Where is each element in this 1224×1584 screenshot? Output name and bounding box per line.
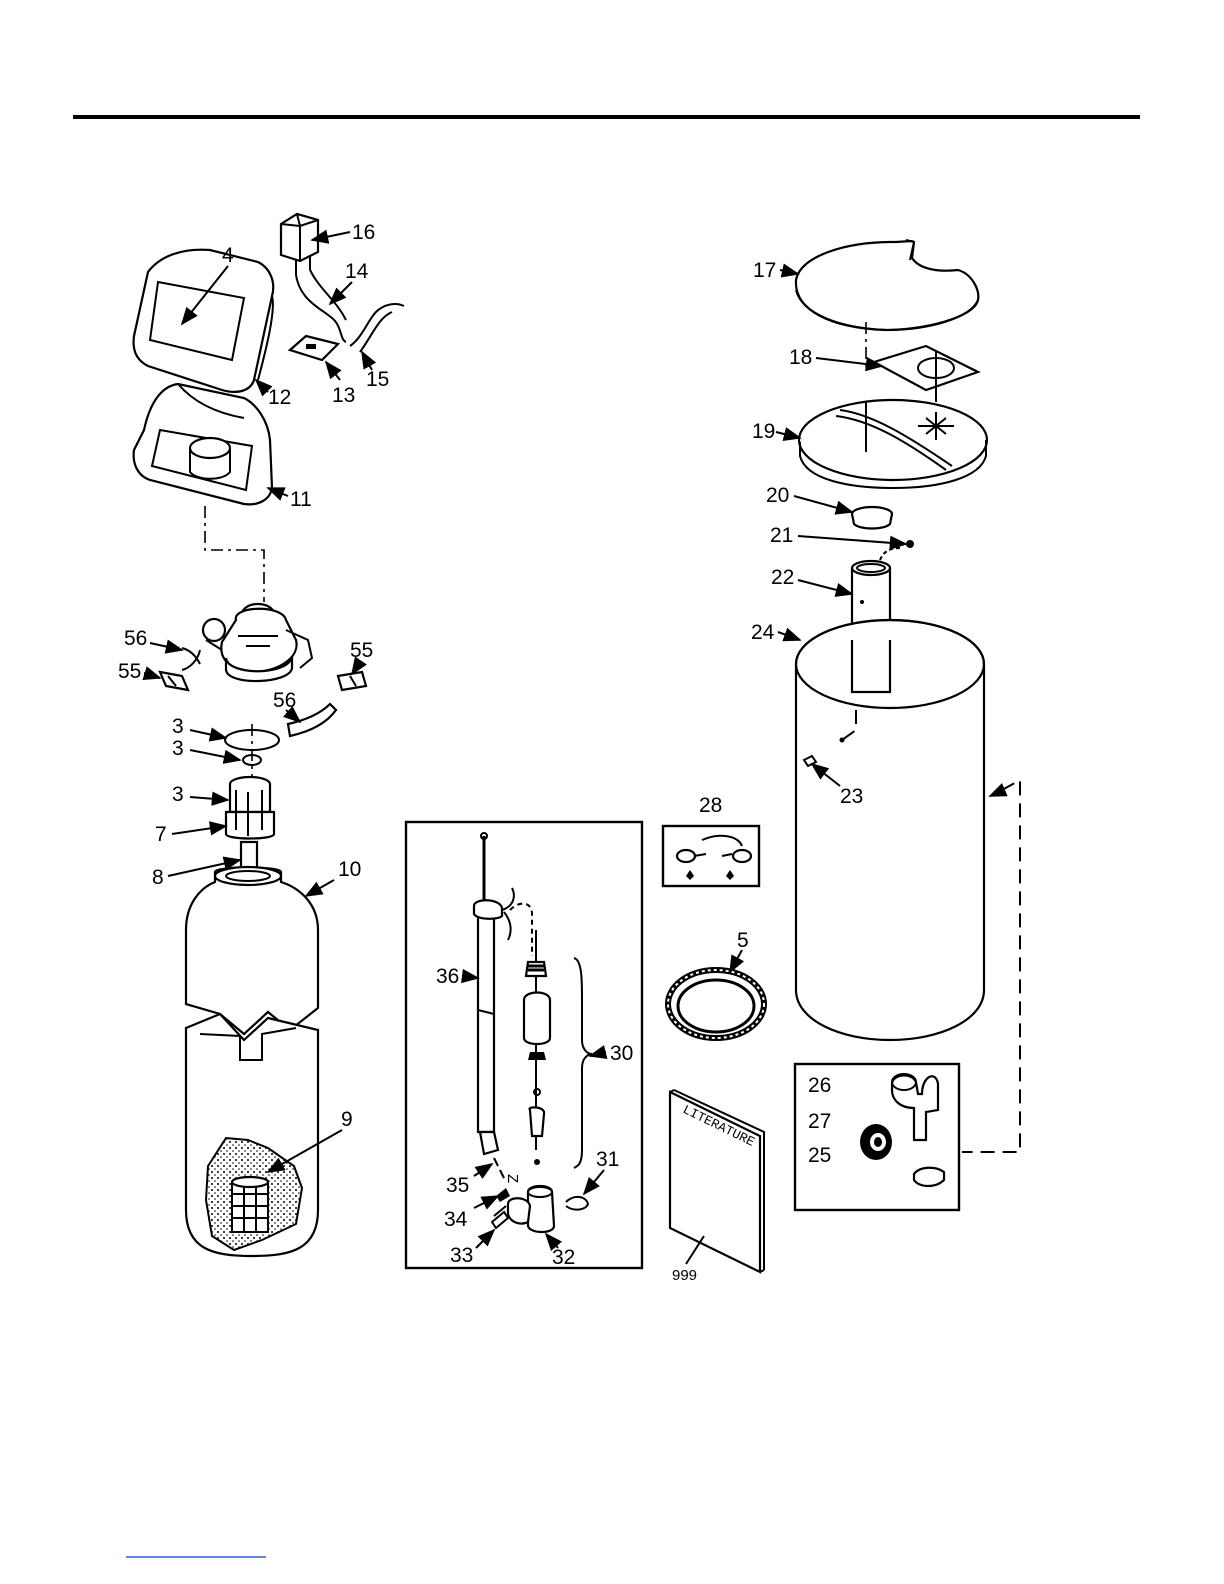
- brine-well-part-36: [474, 833, 532, 1154]
- brine-tank-part-24: [796, 620, 984, 1040]
- front-cover-part-12: [134, 250, 274, 392]
- label-part-26: 26: [808, 1074, 831, 1097]
- adapter-part-7: [226, 777, 274, 839]
- label-part-24: 24: [751, 621, 775, 644]
- clip-part-55-left: [160, 672, 188, 690]
- svg-text:Z: Z: [504, 1174, 521, 1183]
- label-part-999: 999: [672, 1267, 697, 1284]
- grommet-part-27: [860, 1124, 892, 1160]
- label-part-27: 27: [808, 1110, 831, 1133]
- clip-part-31: [566, 1197, 588, 1210]
- salt-lid-part-17: [796, 240, 978, 330]
- clamp-part-25: [914, 1168, 944, 1186]
- grid-plate-cover-part-18: [874, 346, 978, 390]
- elbow-part-26: [892, 1074, 938, 1140]
- bracket-part-28: [677, 836, 751, 880]
- label-part-20: 20: [766, 484, 789, 507]
- label-part-28: 28: [699, 794, 722, 817]
- label-part-18: 18: [789, 346, 812, 369]
- nut-part-34: [496, 1188, 510, 1202]
- base-housing-part-11: [134, 384, 272, 504]
- label-part-19: 19: [752, 420, 775, 443]
- label-part-25: 25: [808, 1144, 831, 1167]
- label-part-36: 36: [436, 965, 459, 988]
- label-part-11: 11: [290, 488, 312, 511]
- label-part-5: 5: [737, 929, 749, 952]
- label-part-4: 4: [222, 244, 234, 267]
- circuit-board-part-13: [290, 336, 338, 360]
- label-part-31: 31: [596, 1148, 619, 1171]
- label-part-9: 9: [341, 1108, 353, 1131]
- label-part-12: 12: [268, 386, 291, 409]
- clip-part-56-upper: [182, 648, 200, 670]
- label-part-3-a: 3: [172, 715, 184, 738]
- label-part-16: 16: [352, 221, 375, 244]
- label-part-34: 34: [444, 1208, 468, 1231]
- label-part-23: 23: [840, 785, 863, 808]
- label-part-56-upper: 56: [124, 627, 147, 650]
- label-part-55-right: 55: [350, 639, 373, 662]
- label-part-55-left: 55: [118, 660, 141, 683]
- label-part-8: 8: [152, 866, 164, 889]
- label-part-56-lower: 56: [273, 689, 296, 712]
- transformer-part-16: [281, 214, 318, 275]
- insert-part-35: [494, 1158, 504, 1178]
- drain-hose-part-5: [668, 950, 764, 1038]
- salt-platform-part-19: [799, 400, 987, 488]
- label-part-3-c: 3: [172, 783, 184, 806]
- label-part-13: 13: [332, 384, 355, 407]
- clip-part-55-right: [338, 672, 366, 690]
- literature-part-999: LITERATURE: [670, 1090, 764, 1272]
- label-part-22: 22: [771, 566, 794, 589]
- label-part-30: 30: [610, 1042, 633, 1065]
- label-part-14: 14: [345, 260, 369, 283]
- label-part-32: 32: [552, 1246, 575, 1269]
- brine-well-cap-part-20: [852, 507, 892, 529]
- label-part-15: 15: [366, 368, 389, 391]
- brine-valve-part-32: [508, 1186, 554, 1232]
- float-assembly-part-30: [524, 930, 592, 1168]
- label-part-35: 35: [446, 1174, 469, 1197]
- label-part-33: 33: [450, 1244, 473, 1267]
- label-part-10: 10: [338, 858, 361, 881]
- connector-line: [205, 506, 264, 602]
- label-part-17: 17: [753, 259, 776, 282]
- label-part-21: 21: [770, 524, 793, 547]
- grommet-part-21: [906, 540, 914, 548]
- cable-part-15: [350, 304, 404, 352]
- wire-harness-part-14: [296, 270, 346, 342]
- label-part-3-b: 3: [172, 737, 184, 760]
- label-part-7: 7: [155, 823, 167, 846]
- control-valve-body: [203, 604, 312, 681]
- fitting-part-33: [492, 1206, 508, 1228]
